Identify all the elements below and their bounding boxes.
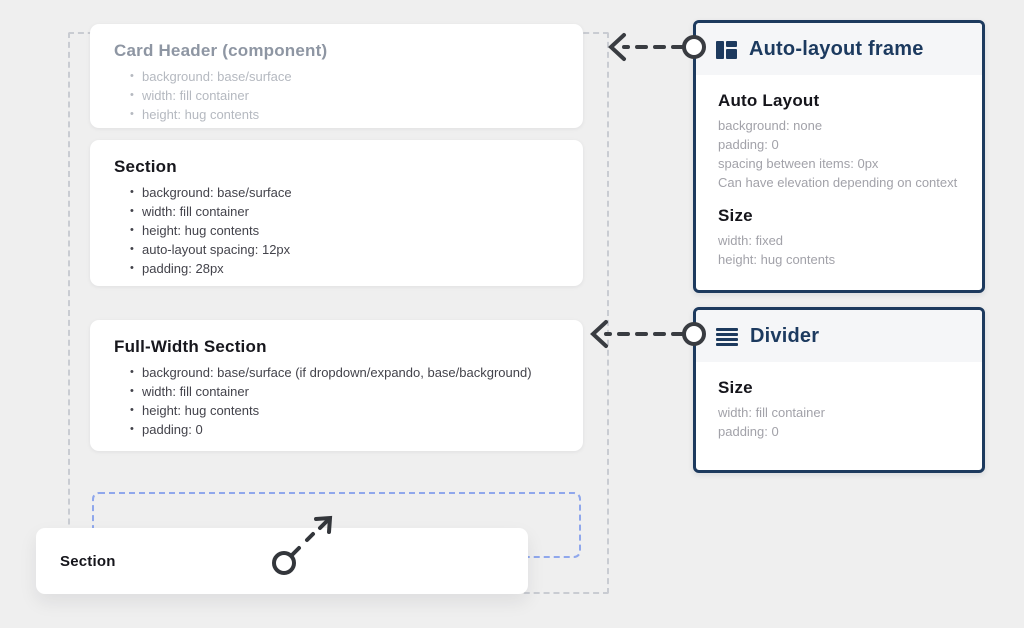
- card-spec-list: background: base/surface width: fill con…: [114, 183, 559, 278]
- panel-header: Auto-layout frame: [696, 23, 982, 75]
- panel-section-heading: Auto Layout: [718, 91, 820, 110]
- spec-line: height: hug contents: [718, 252, 836, 267]
- panel-section: Auto Layout background: none padding: 0 …: [718, 91, 960, 192]
- panel-section-heading: Size: [718, 378, 753, 397]
- panel-title: Divider: [750, 325, 820, 347]
- panel-title: Auto-layout frame: [749, 38, 924, 60]
- card-title: Full-Width Section: [114, 337, 267, 356]
- card-title: Card Header (component): [114, 41, 328, 60]
- spec-line: spacing between items: 0px: [718, 156, 879, 171]
- spec-item: width: fill container: [130, 382, 559, 401]
- card-spec-list: background: base/surface width: fill con…: [114, 67, 559, 124]
- layout-frame-icon: [716, 40, 737, 59]
- spec-line: padding: 0: [718, 424, 779, 439]
- panel-body: Size width: fill container padding: 0: [696, 362, 982, 465]
- spec-item: background: base/surface: [130, 67, 559, 86]
- divider-connector-arrow: [590, 320, 706, 348]
- spec-item: background: base/surface: [130, 183, 559, 202]
- spec-line: Can have elevation depending on context: [718, 175, 958, 190]
- spec-item: height: hug contents: [130, 401, 559, 420]
- panel-section-heading: Size: [718, 206, 753, 225]
- spec-line: width: fill container: [718, 405, 825, 420]
- spec-item: background: base/surface (if dropdown/ex…: [130, 363, 559, 382]
- panel-header: Divider: [696, 310, 982, 362]
- dragged-card-title: Section: [60, 552, 116, 570]
- spec-item: padding: 28px: [130, 259, 559, 278]
- spec-item: padding: 0: [130, 420, 559, 439]
- panel-section: Size width: fixed height: hug contents: [718, 206, 960, 269]
- spec-item: height: hug contents: [130, 221, 559, 240]
- auto-layout-connector-arrow: [608, 33, 706, 61]
- spec-item: auto-layout spacing: 12px: [130, 240, 559, 259]
- spec-item: width: fill container: [130, 202, 559, 221]
- spec-item: height: hug contents: [130, 105, 559, 124]
- spec-line: background: none: [718, 118, 823, 133]
- annotation-panel-divider: Divider Size width: fill container paddi…: [693, 307, 985, 473]
- spec-line: width: fixed: [718, 233, 784, 248]
- card-spec-list: background: base/surface (if dropdown/ex…: [114, 363, 559, 439]
- dragged-section-card[interactable]: Section: [36, 528, 528, 594]
- spec-line: padding: 0: [718, 137, 779, 152]
- divider-icon: [716, 327, 738, 346]
- full-width-section-card[interactable]: Full-Width Section background: base/surf…: [90, 320, 583, 451]
- card-header-component-card[interactable]: Card Header (component) background: base…: [90, 24, 583, 128]
- spec-item: width: fill container: [130, 86, 559, 105]
- section-card[interactable]: Section background: base/surface width: …: [90, 140, 583, 286]
- annotation-panel-auto-layout-frame: Auto-layout frame Auto Layout background…: [693, 20, 985, 293]
- card-title: Section: [114, 157, 177, 176]
- panel-section: Size width: fill container padding: 0: [718, 378, 960, 441]
- panel-body: Auto Layout background: none padding: 0 …: [696, 75, 982, 293]
